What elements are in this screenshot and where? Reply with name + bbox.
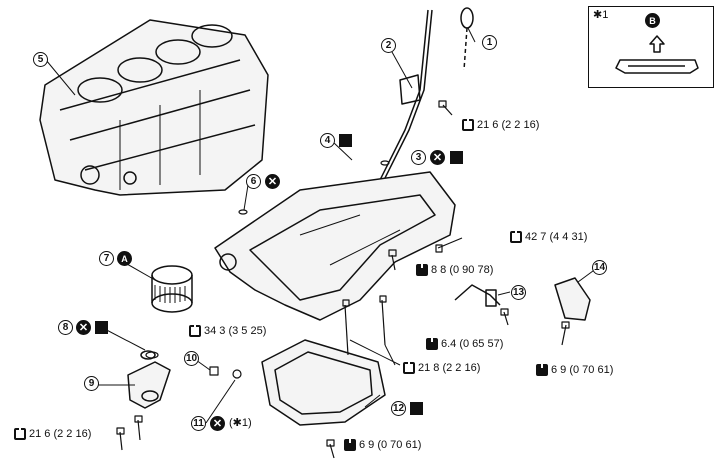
callout-5: 5 xyxy=(33,52,48,67)
sealant-mark-3 xyxy=(450,151,463,164)
torque-wrench-icon xyxy=(510,230,522,243)
note-ref-11: (✱1) xyxy=(229,417,252,429)
oil-filter xyxy=(151,265,193,313)
torque-343: 34 3 (3 5 25) xyxy=(189,324,266,337)
oil-pan-lower xyxy=(261,339,386,426)
torque-69-bottom: 6 9 (0 70 61) xyxy=(344,438,421,451)
callout-7: 7 xyxy=(99,251,114,266)
callout-10: 10 xyxy=(184,351,199,366)
replace-mark-8: ✕ xyxy=(76,320,91,335)
torque-wrench-icon xyxy=(189,324,201,337)
callout-6: 6 xyxy=(246,174,261,189)
callout-9: 9 xyxy=(84,376,99,391)
torque-wrench-icon xyxy=(462,118,474,131)
baffle-plate xyxy=(554,277,591,321)
sealant-mark-8 xyxy=(95,321,108,334)
oil-pan-upper xyxy=(214,171,456,321)
sealant-mark-12 xyxy=(410,402,423,415)
torque-dipstick: 21 6 (2 2 16) xyxy=(462,118,539,131)
dipstick xyxy=(460,7,474,71)
callout-11: 11 xyxy=(191,416,206,431)
sealant-mark-4 xyxy=(339,134,352,147)
cylinder-block xyxy=(39,19,269,196)
torque-wrench-icon xyxy=(403,361,415,374)
a-mark-7: A xyxy=(117,251,132,266)
torque-69-right: 6 9 (0 70 61) xyxy=(536,363,613,376)
torque-216-left: 21 6 (2 2 16) xyxy=(14,427,91,440)
torque-218: 21 8 (2 2 16) xyxy=(403,361,480,374)
torque-wrench-icon xyxy=(426,337,438,350)
inset-b-mark: B xyxy=(645,13,660,28)
torque-wrench-icon xyxy=(536,363,548,376)
torque-64: 6.4 (0 65 57) xyxy=(426,337,503,350)
torque-wrench-icon xyxy=(14,427,26,440)
callout-2: 2 xyxy=(381,38,396,53)
inset-box: ✱1 B xyxy=(588,6,714,88)
replace-mark-6: ✕ xyxy=(265,174,280,189)
inset-drawing xyxy=(615,35,699,74)
callout-4: 4 xyxy=(320,133,335,148)
inset-title: ✱1 xyxy=(593,9,609,21)
torque-88: 8 8 (0 90 78) xyxy=(416,263,493,276)
bolts xyxy=(116,100,570,459)
torque-wrench-icon xyxy=(344,438,356,451)
oil-strainer xyxy=(127,350,171,409)
callout-13: 13 xyxy=(511,285,526,300)
callout-1: 1 xyxy=(482,35,497,50)
torque-oilpan-upper: 42 7 (4 4 31) xyxy=(510,230,587,243)
callout-8: 8 xyxy=(58,320,73,335)
callout-12: 12 xyxy=(391,401,406,416)
replace-mark-3: ✕ xyxy=(430,150,445,165)
torque-wrench-icon xyxy=(416,263,428,276)
oil-pump-pickup-tube xyxy=(454,284,501,307)
replace-mark-11: ✕ xyxy=(210,416,225,431)
callout-3: 3 xyxy=(411,150,426,165)
callout-14: 14 xyxy=(592,260,607,275)
